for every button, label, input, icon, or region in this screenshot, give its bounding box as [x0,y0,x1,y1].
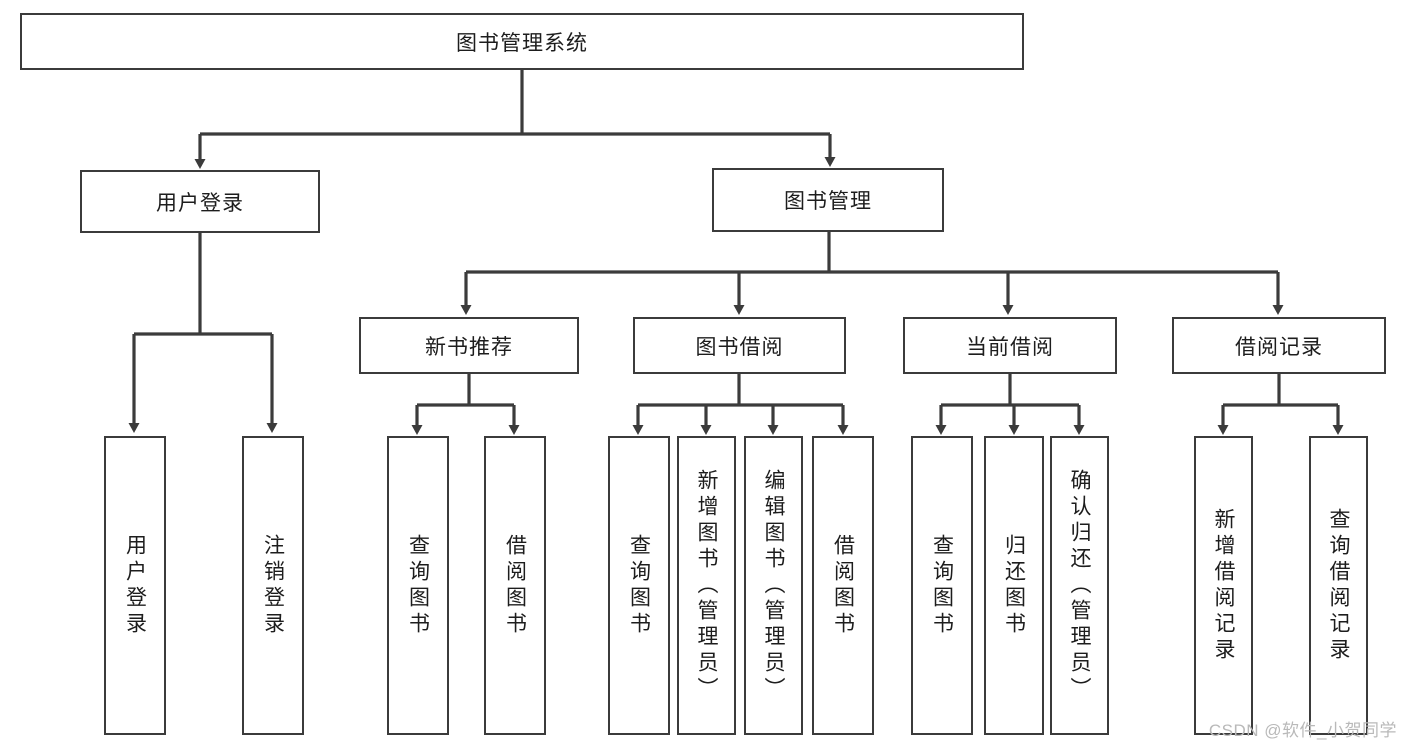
node-current-borrow[interactable]: 当前借阅 [903,317,1117,374]
node-leaf-add-record[interactable]: 新增借阅记录 [1194,436,1253,735]
node-leaf-add-book[interactable]: 新增图书（管理员） [677,436,736,735]
node-root-label: 图书管理系统 [456,31,588,55]
node-leaf-edit-book[interactable]: 编辑图书（管理员） [744,436,803,735]
node-book-borrow[interactable]: 图书借阅 [633,317,846,374]
node-leaf-add-record-label: 新增借阅记录 [1212,507,1235,664]
node-book-borrow-label: 图书借阅 [695,335,784,359]
node-leaf-borrow-book-1-label: 借阅图书 [503,533,527,638]
node-leaf-user-login[interactable]: 用户登录 [104,436,166,735]
node-leaf-confirm-return-label: 确认归还（管理员） [1068,468,1091,703]
node-leaf-query-book-2[interactable]: 查询图书 [608,436,670,735]
node-leaf-query-record[interactable]: 查询借阅记录 [1309,436,1368,735]
node-leaf-return-book[interactable]: 归还图书 [984,436,1044,735]
node-borrow-record-label: 借阅记录 [1235,335,1323,359]
node-leaf-query-book-2-label: 查询图书 [627,533,651,638]
node-user-login[interactable]: 用户登录 [80,170,320,233]
node-leaf-logout[interactable]: 注销登录 [242,436,304,735]
node-leaf-query-book-1-label: 查询图书 [406,533,430,638]
node-new-book-recommend[interactable]: 新书推荐 [359,317,579,374]
node-leaf-query-record-label: 查询借阅记录 [1327,507,1350,664]
node-leaf-borrow-book-2[interactable]: 借阅图书 [812,436,874,735]
node-leaf-query-book-1[interactable]: 查询图书 [387,436,449,735]
node-borrow-record[interactable]: 借阅记录 [1172,317,1386,374]
node-leaf-borrow-book-2-label: 借阅图书 [831,533,855,638]
node-leaf-add-book-label: 新增图书（管理员） [695,468,718,703]
node-book-manage-label: 图书管理 [784,190,872,213]
node-user-login-label: 用户登录 [156,191,244,215]
watermark: CSDN @软件_小贺同学 [1208,721,1397,740]
node-leaf-query-book-3-label: 查询图书 [930,533,954,638]
node-leaf-query-book-3[interactable]: 查询图书 [911,436,973,735]
node-leaf-edit-book-label: 编辑图书（管理员） [762,468,785,703]
node-new-book-recommend-label: 新书推荐 [425,335,513,359]
node-leaf-user-login-label: 用户登录 [123,533,147,638]
node-leaf-return-book-label: 归还图书 [1002,533,1026,638]
node-current-borrow-label: 当前借阅 [966,335,1054,359]
node-leaf-logout-label: 注销登录 [261,533,285,638]
node-root[interactable]: 图书管理系统 [20,13,1024,70]
node-book-manage[interactable]: 图书管理 [712,168,944,232]
node-leaf-confirm-return[interactable]: 确认归还（管理员） [1050,436,1109,735]
node-leaf-borrow-book-1[interactable]: 借阅图书 [484,436,546,735]
